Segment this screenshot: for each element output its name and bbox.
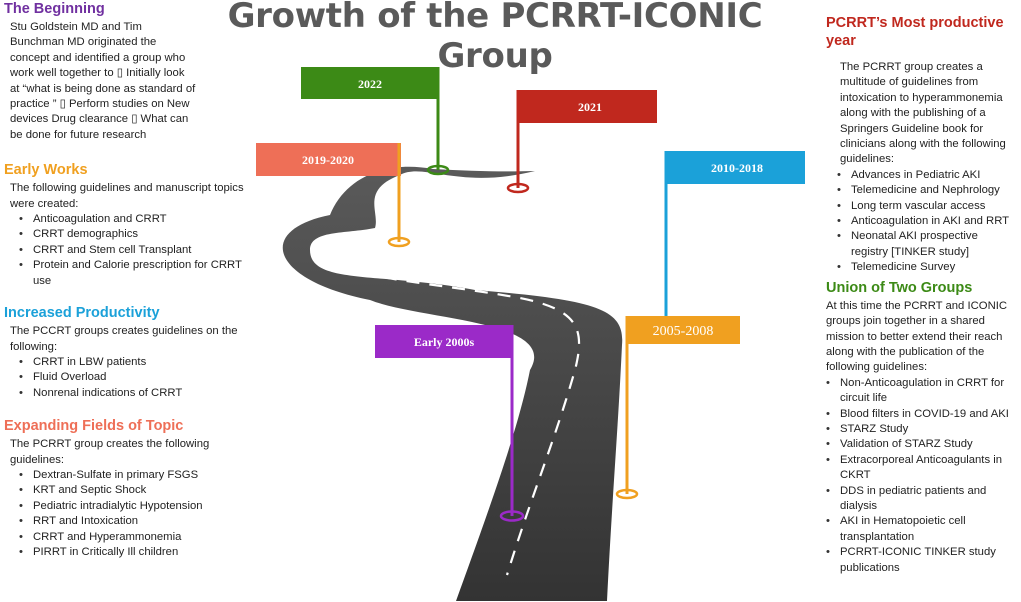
section-heading: Increased Productivity <box>4 305 160 322</box>
right-column: PCRRT’s Most productive year The PCRRT g… <box>822 14 1017 576</box>
flag-label: Early 2000s <box>414 335 475 349</box>
section-early-works: Early Works The following guidelines and… <box>4 161 248 289</box>
flag-2005-2008: 2005-2008 <box>615 316 740 500</box>
bullet-list: Non-Anticoagulation in CRRT for circuit … <box>822 376 1017 576</box>
page-title: Growth of the PCRRT-ICONIC Group <box>227 0 763 76</box>
list-item: STARZ Study <box>826 422 1017 438</box>
flag-2019-2020: 2019-2020 <box>256 143 411 248</box>
flag-early-2000s: Early 2000s <box>375 325 525 522</box>
flag-banner <box>301 67 439 99</box>
section-heading: Expanding Fields of Topic <box>4 418 184 435</box>
bullet-list: Anticoagulation and CRRTCRRT demographic… <box>4 212 248 289</box>
section-text: The PCRRT group creates the following gu… <box>10 438 210 466</box>
list-item: KRT and Septic Shock <box>19 483 248 499</box>
list-item: CRRT and Hyperammonemia <box>19 530 248 546</box>
flag-base <box>506 182 530 194</box>
flag-label: 2005-2008 <box>653 324 714 339</box>
section-expanding-fields: Expanding Fields of Topic The PCRRT grou… <box>4 417 248 561</box>
bullet-list: CRRT in LBW patientsFluid OverloadNonren… <box>4 355 248 402</box>
flag-2022: 2022 <box>301 67 450 176</box>
flag-2021: 2021 <box>506 90 657 194</box>
section-text: Stu Goldstein MD and Tim Bunchman MD ori… <box>10 21 196 141</box>
list-item: Telemedicine Survey <box>837 260 1017 276</box>
list-item: Long term vascular access <box>837 199 1017 215</box>
section-most-productive: PCRRT’s Most productive year The PCRRT g… <box>822 14 1017 276</box>
flag-label: 2019-2020 <box>302 153 354 167</box>
section-increased-productivity: Increased Productivity The PCCRT groups … <box>4 304 248 401</box>
road-center-line <box>340 177 581 576</box>
section-heading: The Beginning <box>4 1 105 17</box>
section-union: Union of Two Groups At this time the PCR… <box>822 279 1017 576</box>
list-item: Blood filters in COVID-19 and AKI <box>826 407 1017 423</box>
list-item: Fluid Overload <box>19 370 248 386</box>
flag-label: 2010-2018 <box>711 161 763 175</box>
list-item: AKI in Hematopoietic cell transplantatio… <box>826 514 1017 545</box>
list-item: Non-Anticoagulation in CRRT for circuit … <box>826 376 1017 407</box>
flag-label: 2021 <box>578 100 602 114</box>
list-item: Extracorporeal Anticoagulants in CKRT <box>826 453 1017 484</box>
list-item: Validation of STARZ Study <box>826 437 1017 453</box>
list-item: CRRT demographics <box>19 227 248 243</box>
bullet-list: Advances in Pediatric AKITelemedicine an… <box>822 168 1017 276</box>
flag-label: 2022 <box>358 77 382 91</box>
section-text: The PCCRT groups creates guidelines on t… <box>10 325 238 353</box>
section-text: The following guidelines and manuscript … <box>10 182 244 210</box>
flag-base <box>426 164 450 176</box>
flag-base <box>615 488 639 500</box>
list-item: Anticoagulation and CRRT <box>19 212 248 228</box>
list-item: Dextran-Sulfate in primary FSGS <box>19 468 248 484</box>
list-item: RRT and Intoxication <box>19 514 248 530</box>
list-item: Advances in Pediatric AKI <box>837 168 1017 184</box>
road <box>282 166 623 601</box>
flag-banner <box>256 143 401 176</box>
list-item: PIRRT in Critically Ill children <box>19 545 248 561</box>
section-beginning: The Beginning Stu Goldstein MD and Tim B… <box>4 0 248 143</box>
list-item: Protein and Calorie prescription for CRR… <box>19 258 248 289</box>
flag-2010-2018: 2010-2018 <box>664 151 805 316</box>
list-item: CRRT and Stem cell Transplant <box>19 243 248 259</box>
list-item: PCRRT-ICONIC TINKER study publications <box>826 545 1017 576</box>
list-item: CRRT in LBW patients <box>19 355 248 371</box>
section-heading: PCRRT’s Most productive year <box>826 15 1004 49</box>
list-item: Telemedicine and Nephrology <box>837 183 1017 199</box>
section-heading: Early Works <box>4 162 88 179</box>
flag-banner <box>665 151 805 184</box>
list-item: Pediatric intradialytic Hypotension <box>19 499 248 515</box>
section-heading: Union of Two Groups <box>826 279 973 296</box>
list-item: Nonrenal indications of CRRT <box>19 386 248 402</box>
flag-base <box>499 510 525 522</box>
flag-base <box>387 236 411 248</box>
section-text: The PCRRT group creates a multitude of g… <box>840 61 1006 166</box>
list-item: DDS in pediatric patients and dialysis <box>826 484 1017 515</box>
flag-banner <box>626 316 740 344</box>
list-item: Anticoagulation in AKI and RRT <box>837 214 1017 230</box>
left-column: The Beginning Stu Goldstein MD and Tim B… <box>4 0 248 561</box>
flag-banner <box>517 90 657 123</box>
bullet-list: Dextran-Sulfate in primary FSGSKRT and S… <box>4 468 248 561</box>
section-text: At this time the PCRRT and ICONIC groups… <box>826 299 1008 374</box>
flag-banner <box>375 325 513 358</box>
list-item: Neonatal AKI prospective registry [TINKE… <box>837 229 1017 260</box>
